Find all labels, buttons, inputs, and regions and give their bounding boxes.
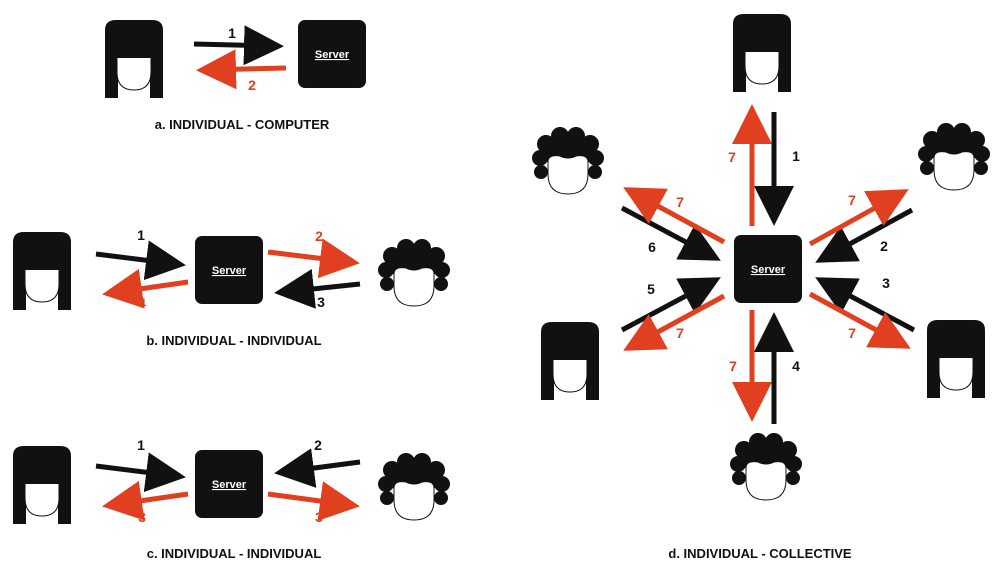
panel-d: Server 1 2 3 4 5 6 7 7 7 7 7 7 d. INDIVI… <box>531 13 991 561</box>
arrow-label-1: 1 <box>137 227 145 243</box>
individual-icon-lower-left <box>540 321 600 401</box>
individual-icon <box>12 445 72 525</box>
panel-c: Server 1 2 3 3 c. INDIVIDUAL - INDIVIDUA… <box>12 437 451 561</box>
arrow-7-upper-left <box>623 187 726 245</box>
arrow-1 <box>95 452 186 493</box>
arrow-3-left <box>102 480 189 521</box>
caption-b: b. INDIVIDUAL - INDIVIDUAL <box>146 333 321 348</box>
arrow-3 <box>274 268 361 309</box>
individual-icon <box>12 231 72 311</box>
arrow-label-5: 5 <box>647 281 655 297</box>
individual-icon-bottom <box>729 432 803 501</box>
individual-icon-lower-right <box>926 319 986 399</box>
arrow-label-3: 3 <box>882 275 890 291</box>
arrow-label-1: 1 <box>228 25 236 41</box>
individual-icon-upper-left <box>531 126 605 195</box>
arrow-2 <box>196 49 287 90</box>
server-label: Server <box>315 49 350 61</box>
arrow-label-7-upper-left: 7 <box>676 194 684 210</box>
arrow-2 <box>274 448 361 488</box>
arrow-label-1: 1 <box>137 437 145 453</box>
arrow-7-lower-left <box>623 293 726 351</box>
arrow-label-4: 4 <box>792 358 800 374</box>
arrow-6 <box>620 205 721 261</box>
individual-icon <box>377 452 451 521</box>
arrow-3 <box>815 277 916 333</box>
server-label: Server <box>751 264 786 276</box>
caption-a: a. INDIVIDUAL - COMPUTER <box>155 117 330 132</box>
caption-d: d. INDIVIDUAL - COLLECTIVE <box>668 546 852 561</box>
arrow-label-7-lower-right: 7 <box>848 325 856 341</box>
panel-a: Server 1 2 a. INDIVIDUAL - COMPUTER <box>104 19 366 132</box>
arrow-1 <box>193 25 284 66</box>
arrow-1 <box>95 240 186 281</box>
arrow-7-lower-right <box>808 291 911 349</box>
arrow-2 <box>267 238 360 279</box>
server-label: Server <box>212 479 247 491</box>
arrow-label-1: 1 <box>792 148 800 164</box>
arrow-4 <box>102 268 189 309</box>
arrow-label-2: 2 <box>248 77 256 93</box>
arrow-label-7-up: 7 <box>728 149 736 165</box>
arrow-label-3: 3 <box>317 294 325 310</box>
arrow-5 <box>620 277 721 333</box>
arrow-label-2: 2 <box>314 437 322 453</box>
arrow-2 <box>815 207 914 263</box>
arrow-label-6: 6 <box>648 239 656 255</box>
caption-c: c. INDIVIDUAL - INDIVIDUAL <box>147 546 322 561</box>
panel-b: Server 1 2 3 4 b. INDIVIDUAL - INDIVIDUA… <box>12 227 451 348</box>
arrow-label-7-upper-right: 7 <box>848 192 856 208</box>
arrow-label-7-down: 7 <box>729 358 737 374</box>
individual-icon <box>104 19 164 99</box>
arrow-label-4: 4 <box>138 295 146 311</box>
arrow-label-3b: 3 <box>315 509 323 525</box>
arrow-7-upper-right <box>808 189 909 247</box>
arrow-3-right <box>267 481 360 521</box>
individual-icon <box>377 238 451 307</box>
arrow-label-2: 2 <box>880 238 888 254</box>
individual-icon-top <box>732 13 792 93</box>
arrow-label-2: 2 <box>315 228 323 244</box>
individual-icon-upper-right <box>917 122 991 191</box>
arrow-label-3: 3 <box>138 509 146 525</box>
arrow-label-7-lower-left: 7 <box>676 325 684 341</box>
server-label: Server <box>212 265 247 277</box>
